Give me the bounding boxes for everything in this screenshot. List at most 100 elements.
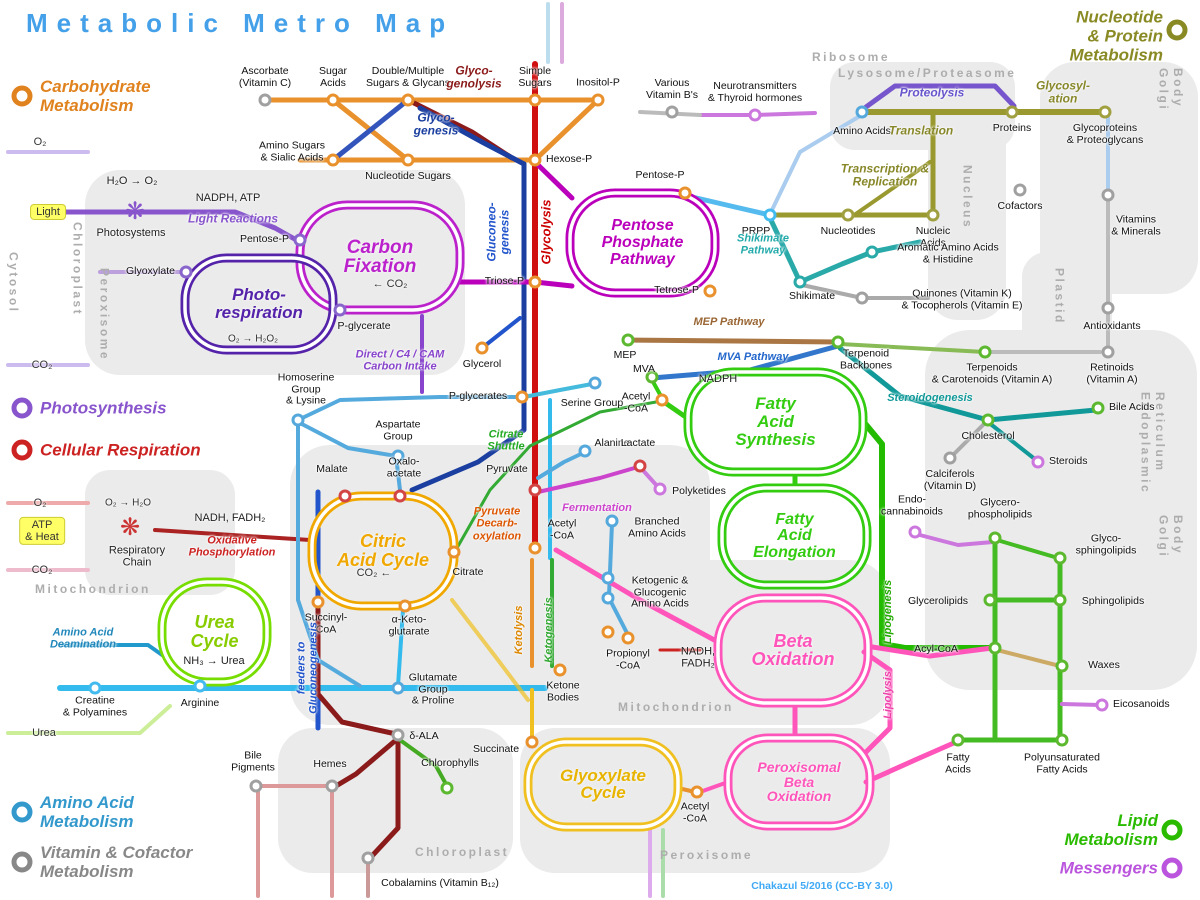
pathway-label: Direct / C4 / CAM Carbon Intake — [355, 348, 445, 373]
station-marker — [338, 489, 352, 503]
pathway-loop-label: Carbon Fixation — [343, 236, 417, 278]
station-marker — [179, 265, 193, 279]
station-marker — [528, 275, 542, 289]
station-marker — [88, 681, 102, 695]
respiratory-chain-icon: ❋ — [119, 514, 141, 541]
station-label: Triose-P — [484, 275, 524, 288]
pathway-loop-label: Fatty Acid Synthesis — [735, 394, 816, 449]
station-marker — [1055, 659, 1069, 673]
pathway-label: O₂ — [33, 496, 47, 509]
pathway-loop — [160, 580, 269, 684]
pathway-label: Glyco- genolysis — [446, 63, 502, 91]
station-marker — [988, 641, 1002, 655]
station-label: Bile Pigments — [231, 749, 275, 773]
station-label: PRPP — [741, 225, 771, 238]
station-label: Terpenoid Backbones — [840, 347, 892, 371]
pathway-loop-label: Pentose Phosphate Pathway — [601, 216, 684, 268]
metro-line — [838, 342, 987, 354]
station-marker — [988, 531, 1002, 545]
station-label: Inositol-P — [576, 76, 620, 89]
metro-line — [532, 159, 575, 201]
pathway-label: CO₂ — [31, 358, 53, 371]
station-marker — [601, 625, 615, 639]
station-label: Homoserine Group & Lysine — [277, 371, 335, 407]
station-label: Cholesterol — [961, 430, 1015, 442]
metro-line — [625, 337, 841, 345]
station-label: MVA — [633, 363, 655, 376]
station-label: Shikimate — [788, 290, 836, 303]
station-label: Glyoxylate — [125, 265, 175, 278]
compartment-label: Lysosome/Proteasome — [838, 66, 1017, 80]
station-label: Cofactors — [997, 200, 1043, 212]
station-label: Polyketides — [672, 485, 726, 498]
legend-item-label: Amino Acid Metabolism — [40, 792, 134, 831]
station-marker — [1053, 593, 1067, 607]
station-marker — [325, 779, 339, 793]
pathway-label: O₂ — [33, 135, 47, 148]
station-marker — [1091, 401, 1105, 415]
station-label: Sphingolipids — [1081, 595, 1145, 608]
station-marker — [391, 681, 405, 695]
map-title: Metabolic Metro Map — [26, 8, 455, 38]
station-label: Glycero- phospholipids — [967, 496, 1033, 520]
metro-line — [861, 649, 893, 755]
pathway-label: MEP Pathway — [693, 315, 765, 328]
station-marker — [293, 233, 307, 247]
pathway-loop-label: Beta Oxidation — [751, 630, 835, 670]
metro-line — [863, 643, 995, 659]
pathway-label: Oxidative Phosphorylation — [188, 534, 276, 559]
metro-line — [315, 601, 399, 737]
pathway-loop-label: Citric Acid Cycle — [336, 531, 430, 570]
station-marker — [655, 393, 669, 407]
metro-line — [153, 528, 312, 542]
metro-line — [450, 598, 530, 702]
station-marker — [333, 303, 347, 317]
photosystem-icon: ❋ — [124, 198, 146, 225]
compartment-region — [928, 88, 1006, 320]
station-marker — [440, 781, 454, 795]
pathway-label: Glycolysis — [538, 199, 554, 265]
station-marker — [578, 444, 592, 458]
legend-item-label: Messengers — [1059, 858, 1158, 878]
pathway-loop-label: Photo- respiration — [215, 285, 303, 322]
pathway-label: NADPH — [698, 372, 738, 385]
station-label: Succinyl- CoA — [304, 611, 348, 635]
station-marker — [1053, 551, 1067, 565]
pathway-label: Ketolysis — [512, 605, 525, 655]
station-marker — [678, 186, 692, 200]
station-label: Fatty Acids — [945, 751, 971, 775]
compartment-label: Mitochondrion — [35, 582, 151, 596]
compartment-label: Ribosome — [812, 50, 891, 64]
station-label: Acetyl -CoA — [547, 517, 577, 541]
pathway-label: Shikimate Pathway — [737, 232, 789, 257]
compartment-label: Golgi Body — [1156, 68, 1185, 112]
station-label: Glycerol — [462, 358, 502, 370]
station-marker — [621, 333, 635, 347]
compartment-label: Peroxisome — [660, 848, 754, 862]
station-marker — [515, 390, 529, 404]
station-marker — [1101, 188, 1115, 202]
pathway-label: ← CO₂ — [372, 277, 408, 290]
pathway-label: Gluconeo- genesis — [484, 202, 512, 262]
station-label: Acetyl -CoA — [680, 800, 710, 824]
station-label: MEP — [613, 349, 637, 362]
station-label: Pentose-P — [635, 169, 685, 182]
station-marker — [1095, 698, 1109, 712]
station-marker — [831, 335, 845, 349]
station-marker — [528, 153, 542, 167]
station-label: Tetrose-P — [654, 284, 699, 297]
compartment-region — [520, 728, 890, 873]
pathway-loop-label: Glyoxylate Cycle — [560, 765, 646, 803]
station-marker — [855, 291, 869, 305]
station-label: Succinate — [472, 743, 520, 756]
legend-item-dot — [11, 801, 33, 823]
station-marker — [605, 514, 619, 528]
compartment-label: Nucleus — [960, 165, 975, 230]
pathway-label: O₂ → H₂O — [104, 497, 152, 509]
station-label: Polyunsaturated Fatty Acids — [1024, 751, 1100, 775]
metro-line — [685, 193, 773, 218]
pathway-label: Respiratory Chain — [108, 544, 166, 569]
station-label: Creatine & Polyamines — [62, 694, 128, 718]
pathway-label: feeders to Gluconeogenesis — [295, 622, 320, 714]
